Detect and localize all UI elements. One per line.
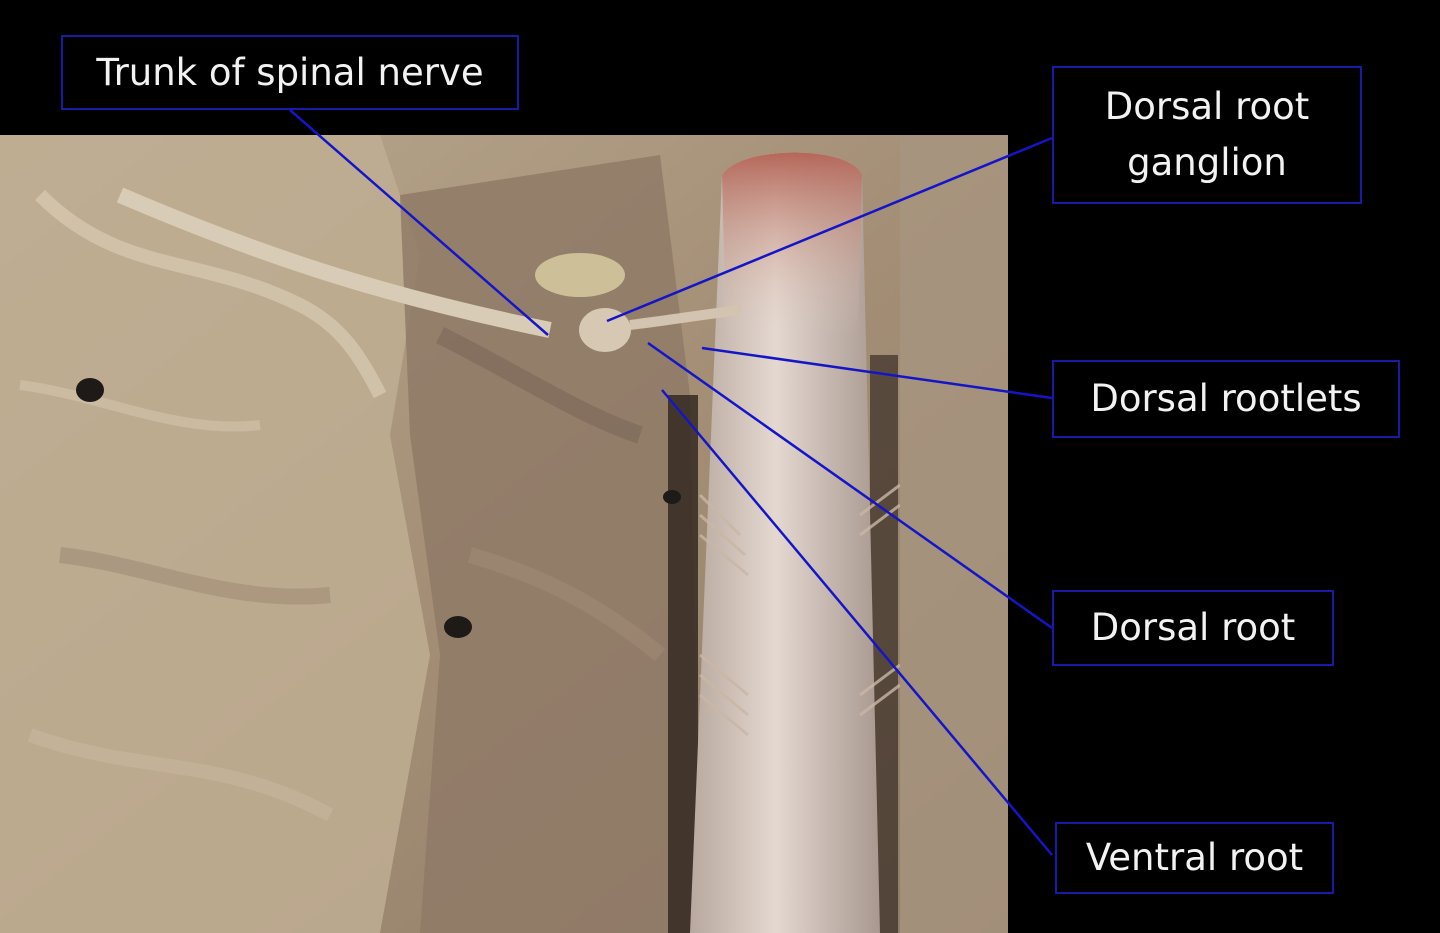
label-trunk-of-spinal-nerve: Trunk of spinal nerve <box>61 35 519 110</box>
label-ventral-root: Ventral root <box>1055 822 1334 894</box>
label-dorsal-rootlets: Dorsal rootlets <box>1052 360 1400 438</box>
label-dorsal-root-ganglion: Dorsal root ganglion <box>1052 66 1362 204</box>
dissection-photo <box>0 135 1008 933</box>
label-text-line2: ganglion <box>1127 141 1287 184</box>
label-text-line1: Dorsal root <box>1104 85 1310 128</box>
label-text: Dorsal rootlets <box>1090 377 1362 420</box>
label-text: Dorsal root <box>1090 606 1296 649</box>
label-text: Trunk of spinal nerve <box>96 50 484 94</box>
dissection-illustration <box>0 135 1008 933</box>
label-text: Ventral root <box>1085 836 1304 879</box>
label-dorsal-root: Dorsal root <box>1052 590 1334 666</box>
